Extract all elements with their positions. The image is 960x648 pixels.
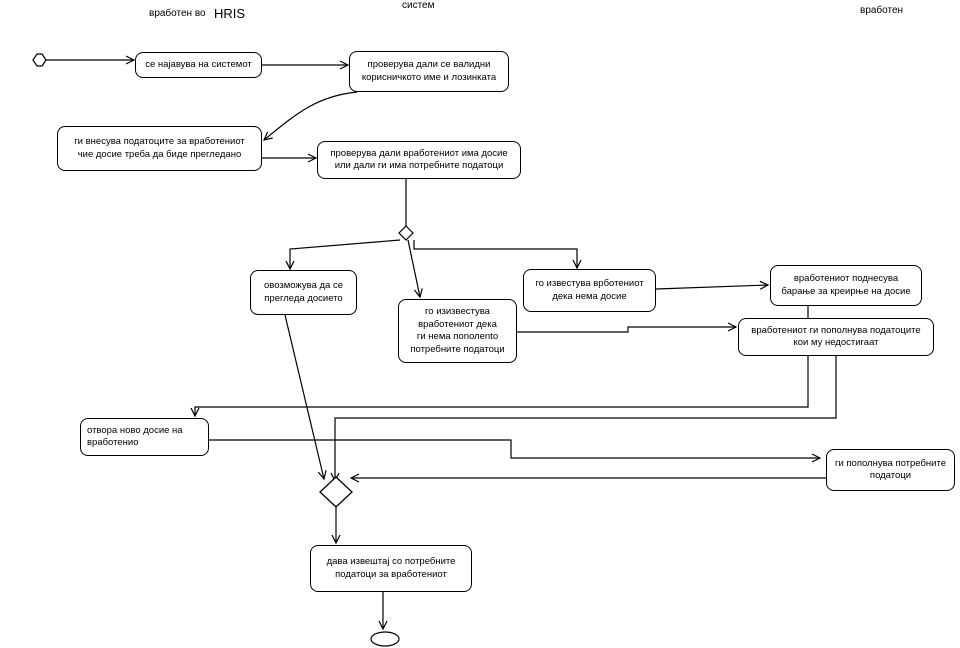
flow-decision-allow-view: [290, 239, 401, 269]
activity-validate-label: проверува дали се валидни корисничкото и…: [361, 59, 497, 83]
activity-open-new-dossier-label: отвора ново досие на вработенио: [87, 424, 183, 449]
activity-enter-data: ги внесува податоците за вработениот чие…: [57, 126, 262, 171]
activity-validate: проверува дали се валидни корисничкото и…: [349, 51, 509, 92]
flow-decision-notify-no-dossier: [413, 240, 577, 268]
activity-notify-missing-data-label: го изизвестува вработениот дека ги нема …: [410, 306, 505, 355]
lane-title-employee: вработен: [860, 5, 904, 16]
activity-notify-missing-data: го изизвестува вработениот дека ги нема …: [398, 299, 517, 363]
lane-title-employee-in: вработен во: [149, 8, 206, 19]
activity-enter-data-label: ги внесува податоците за вработениот чие…: [74, 136, 245, 160]
flow-no-dossier-submit: [655, 285, 768, 289]
flow-open-dossier-fill-required: [209, 439, 820, 458]
flow-validate-enter-data: [264, 91, 358, 140]
flow-decision-notify-missing: [407, 239, 420, 297]
activity-fill-missing-label: вработениот ги пополнува податоците кои …: [751, 324, 921, 349]
activity-allow-view-label: овозможува да се прегледа досието: [263, 280, 344, 304]
activity-submit-request-label: вработениот поднесува барање за креирње …: [781, 273, 911, 297]
decision-diamond: [398, 225, 414, 241]
activity-check-dossier-label: проверува дали вработениот има досие или…: [330, 147, 508, 172]
lane-title-hris: HRIS: [214, 6, 246, 21]
activity-notify-no-dossier: го известува врботениот дека нема досие: [523, 269, 656, 312]
activity-check-dossier: проверува дали вработениот има досие или…: [317, 141, 521, 179]
activity-submit-request: вработениот поднесува барање за креирње …: [770, 265, 922, 306]
activity-report-label: дава извештај со потребните податоци за …: [326, 556, 456, 580]
activity-fill-required: ги пополнува потребните податоци: [826, 449, 955, 491]
end-node: [370, 631, 400, 647]
flow-allow-view-merge: [284, 314, 324, 479]
activity-allow-view: овозможува да се прегледа досието: [250, 270, 357, 315]
merge-diamond: [319, 476, 353, 508]
activity-report: дава извештај со потребните податоци за …: [310, 545, 472, 592]
activity-notify-no-dossier-label: го известува врботениот дека нема досие: [535, 278, 644, 302]
activity-fill-required-label: ги пополнува потребните податоци: [834, 457, 946, 482]
activity-fill-missing: вработениот ги пополнува податоците кои …: [738, 318, 934, 356]
flow-submit-open-dossier: [195, 306, 809, 416]
flow-fill-missing-merge: [335, 356, 837, 481]
start-node: [32, 53, 47, 67]
lane-title-system: систем: [402, 0, 435, 11]
activity-login-label: се најавува на системот: [145, 58, 252, 70]
activity-open-new-dossier: отвора ново досие на вработенио: [80, 418, 209, 456]
flow-missing-fill: [517, 327, 736, 333]
activity-login: се најавува на системот: [135, 52, 262, 78]
